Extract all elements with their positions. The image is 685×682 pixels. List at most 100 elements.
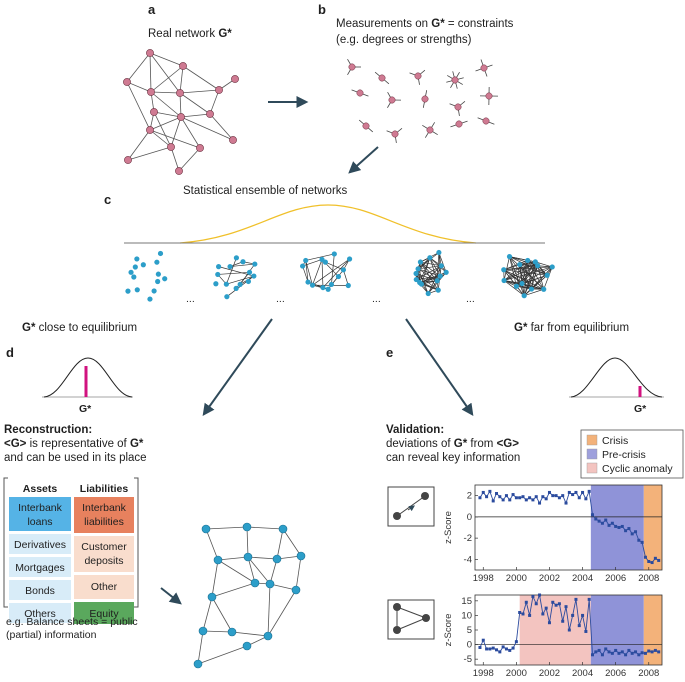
- ensemble-edge: [419, 262, 421, 283]
- legend-swatch: [586, 448, 598, 460]
- network-edge: [179, 92, 211, 115]
- reconstructed-edge: [231, 631, 269, 637]
- data-point: [647, 560, 651, 563]
- ensemble-node: [125, 288, 131, 294]
- reconstructed-edge: [295, 555, 302, 591]
- data-point: [604, 518, 608, 522]
- reconstructed-edge: [247, 556, 278, 560]
- ensemble-node: [541, 286, 547, 292]
- y-tick-label: 10: [461, 610, 472, 621]
- ensemble-node: [251, 273, 257, 279]
- data-point: [481, 490, 485, 494]
- network-node: [146, 49, 154, 57]
- ensemble-edge: [325, 261, 344, 271]
- y-tick-label: 2: [467, 491, 472, 502]
- ensemble-edge: [523, 266, 553, 296]
- data-point: [637, 538, 641, 542]
- data-point: [584, 629, 588, 633]
- gaussian-far: [569, 357, 664, 398]
- ensemble-node: [427, 255, 433, 261]
- data-point: [538, 593, 542, 597]
- gstar-marker-left: G*: [79, 403, 92, 415]
- network-node: [215, 86, 223, 94]
- close-equilibrium-label: G* close to equilibrium: [22, 322, 137, 334]
- network-node: [147, 88, 155, 96]
- reconstructed-edge: [217, 556, 249, 561]
- data-point: [511, 646, 515, 650]
- data-point: [551, 494, 555, 498]
- reconstructed-node: [243, 552, 253, 562]
- ensemble-edge: [217, 271, 250, 275]
- gaussian-close: [42, 357, 133, 398]
- asset-cell: [9, 580, 71, 600]
- data-point: [643, 555, 647, 559]
- reconstructed-node: [296, 551, 306, 561]
- data-point: [521, 495, 525, 499]
- data-point: [541, 495, 545, 499]
- ensemble-node: [155, 271, 161, 277]
- data-point: [498, 495, 502, 499]
- asset-cell: [9, 603, 71, 623]
- data-point: [508, 648, 512, 652]
- y-tick-label: 15: [461, 596, 472, 607]
- chart-frame: [474, 484, 663, 571]
- reconstructed-edge: [211, 596, 233, 633]
- data-point: [617, 651, 621, 655]
- data-point: [518, 496, 522, 500]
- network-edge: [150, 91, 182, 118]
- reconstructed-network-graph: [193, 522, 306, 669]
- ensemble-node: [245, 278, 252, 285]
- ensemble-node: [417, 259, 423, 265]
- data-point: [637, 653, 641, 657]
- ellipsis-4: ...: [466, 293, 475, 305]
- ensemble-node: [224, 294, 230, 300]
- ensemble-edge: [503, 260, 528, 271]
- data-point: [528, 613, 532, 617]
- reconstructed-edge: [205, 526, 248, 530]
- y-tick-label: 0: [467, 512, 472, 523]
- ensemble-edge: [519, 261, 536, 265]
- network-node: [206, 110, 214, 118]
- legend-swatch: [586, 462, 598, 474]
- data-point: [657, 650, 661, 654]
- data-point: [657, 558, 661, 562]
- y-tick-label: -2: [464, 533, 472, 544]
- ensemble-edge: [307, 281, 324, 288]
- ellipsis-2: ...: [276, 293, 285, 305]
- panel-label-c: c: [104, 192, 111, 207]
- measured-node: [421, 95, 429, 103]
- ensemble-node: [155, 278, 161, 285]
- ensemble-node: [415, 266, 421, 272]
- data-point: [524, 498, 528, 502]
- ensemble-node: [532, 259, 538, 265]
- data-point: [478, 646, 482, 649]
- data-point: [508, 498, 512, 502]
- ensemble-node: [434, 278, 440, 284]
- asset-label: Derivatives: [14, 539, 66, 551]
- ensemble-node: [216, 264, 222, 270]
- reconstructed-node: [213, 555, 223, 565]
- data-point: [488, 489, 492, 493]
- network-node: [146, 126, 154, 134]
- ensemble-edge: [421, 265, 442, 285]
- network-node: [231, 75, 239, 83]
- network-edge: [179, 89, 220, 94]
- asset-label: Mortgages: [15, 562, 65, 574]
- data-point: [495, 492, 499, 495]
- x-tick-label: 2000: [506, 668, 527, 679]
- panel-label-d: d: [6, 345, 14, 360]
- ensemble-node: [438, 263, 444, 269]
- network-edge: [150, 65, 184, 93]
- liabilities-header: Liabilities: [80, 483, 129, 495]
- reconstructed-edge: [246, 526, 249, 558]
- network-edge: [150, 91, 181, 94]
- ensemble-edge: [416, 265, 442, 280]
- data-point: [587, 597, 591, 601]
- ensemble-edge: [305, 253, 335, 261]
- data-point: [534, 495, 538, 499]
- ensemble-edge: [436, 252, 440, 281]
- data-point: [561, 494, 565, 498]
- legend-label: Pre-crisis: [602, 449, 646, 461]
- x-tick-label: 2006: [605, 573, 626, 584]
- data-point: [653, 556, 657, 560]
